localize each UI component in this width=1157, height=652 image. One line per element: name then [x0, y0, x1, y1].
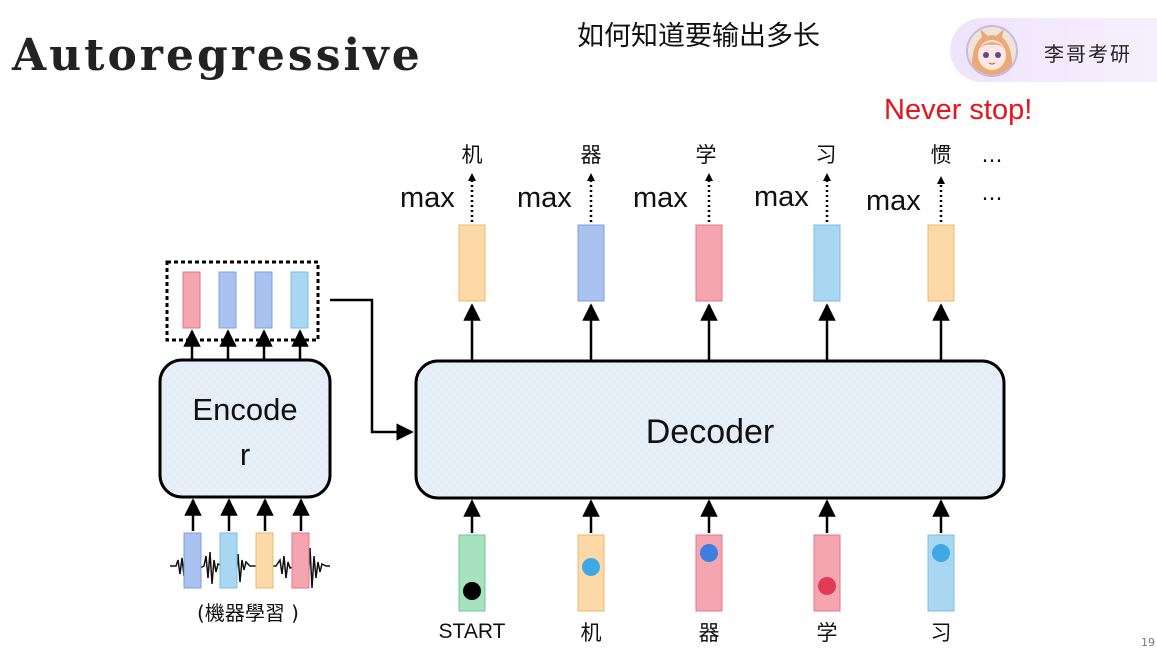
brand-name: 李哥考研: [1044, 42, 1132, 66]
output-token: 惯: [931, 143, 952, 167]
output-token: 学: [696, 143, 717, 167]
avatar: [966, 25, 1018, 77]
encoder-box: [158, 358, 332, 499]
never-stop-annotation: Never stop!: [884, 94, 1033, 126]
input-token-label: 器: [699, 621, 720, 645]
encoder-output-vector: [182, 271, 201, 329]
output-distribution: [813, 224, 841, 302]
output-token: 习: [816, 143, 837, 167]
one-hot-dot: [818, 577, 836, 595]
input-token-label: 机: [581, 621, 602, 645]
output-ellipsis: …: [982, 181, 1003, 205]
output-distribution: [458, 224, 486, 302]
max-label: max: [400, 182, 455, 214]
max-label: max: [633, 182, 688, 214]
encoder-label-line2: r: [240, 437, 250, 472]
slide-title: Autoregressive: [12, 30, 423, 81]
output-token: 器: [581, 143, 602, 167]
audio-caption: (機器學習 ): [197, 601, 299, 625]
encoder-to-decoder-arrow: [330, 298, 414, 441]
one-hot-dot: [932, 544, 950, 562]
output-token: 机: [462, 143, 483, 167]
max-label: max: [866, 185, 921, 217]
encoder-output-group: [165, 260, 320, 342]
one-hot-dot: [700, 544, 718, 562]
encoder-output-vector: [218, 271, 237, 329]
page-number: 19: [1141, 636, 1155, 649]
input-token-label: 学: [817, 621, 838, 645]
encoder-output-vector: [290, 271, 309, 329]
output-ellipsis: …: [982, 143, 1003, 167]
one-hot-dot: [582, 558, 600, 576]
output-distribution: [927, 224, 955, 302]
input-token-vector: [813, 534, 841, 612]
max-label: max: [754, 181, 809, 213]
input-token-vector: [927, 534, 955, 612]
output-distribution: [695, 224, 723, 302]
slide-subtitle: 如何知道要输出多长: [577, 21, 820, 52]
output-distribution: [577, 224, 605, 302]
input-token-vector: [577, 534, 605, 612]
input-token-label: START: [439, 620, 506, 643]
encoder-label-line1: Encode: [192, 392, 297, 427]
brand-badge: 李哥考研: [950, 18, 1157, 82]
max-label: max: [517, 182, 572, 214]
input-token-label: 习: [931, 621, 952, 645]
encoder-output-vector: [254, 271, 273, 329]
decoder-label: Decoder: [646, 413, 775, 451]
audio-frame-vector: [183, 532, 202, 589]
audio-frame-vector: [219, 532, 238, 589]
start-token-dot: [463, 582, 481, 600]
audio-frame-vector: [291, 532, 310, 589]
audio-frame-vector: [255, 532, 274, 589]
